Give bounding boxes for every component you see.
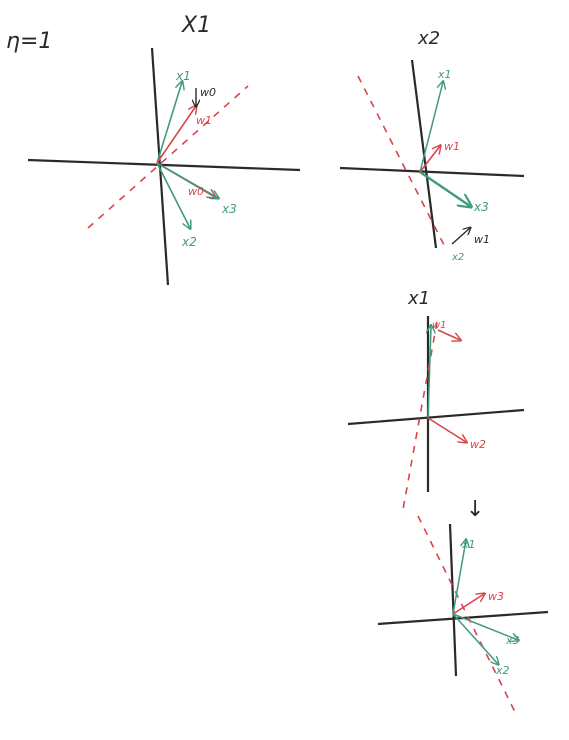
panel-2-x1-label: x1 <box>437 68 452 81</box>
panel-2-w1-bottom-label: w1 <box>474 233 490 246</box>
down-arrow-icon: ↓ <box>466 497 484 522</box>
panel-4-x3-label: x3 <box>505 634 520 647</box>
panel-3-x-axis <box>347 408 525 426</box>
panel-4-w3-vector <box>452 594 484 615</box>
panel-4-x3-vector <box>452 613 518 640</box>
panel-3-x1-vector <box>428 326 431 419</box>
panel-2-decision-boundary <box>357 75 445 246</box>
panel-1-w1-vector <box>156 106 196 164</box>
panel-4-decision-boundary <box>417 515 517 715</box>
panel-2-title: x2 <box>417 28 440 49</box>
panel-2-x3-label: x3 <box>473 200 489 214</box>
panel-1-x2-vector <box>156 162 190 228</box>
panel-1-x-axis <box>27 158 301 172</box>
panel-4-w3-label: w3 <box>488 590 504 603</box>
panel-2-x2-label: x2 <box>451 252 464 263</box>
panel-3-decision-boundary <box>401 321 438 516</box>
panel-4-x2-vector <box>452 613 498 664</box>
panel-3-w1-label: w1 <box>432 320 447 331</box>
panel-2: x2 x1 w1 x3 w1 x2 <box>339 28 525 263</box>
panel-2-x-axis <box>339 166 525 178</box>
panel-4-x1-label: x1 <box>461 538 476 551</box>
panel-4-x1-vector <box>452 540 466 615</box>
panel-1-x1-label: x1 <box>175 69 191 83</box>
panel-3-w1-vector <box>437 329 460 340</box>
panel-2-w1-bottom-vector <box>451 228 470 245</box>
panel-1-w0-top-label: w0 <box>200 86 216 99</box>
panel-2-x1-vector <box>419 82 443 173</box>
panel-3-w2-vector <box>427 417 466 442</box>
panel-2-w1-top-vector <box>419 146 440 173</box>
panel-4-x2-label: x2 <box>495 664 510 677</box>
panel-3-title: x1 <box>407 288 430 309</box>
panel-2-x3-vector <box>419 171 470 206</box>
panel-3-w2-label: w2 <box>470 438 486 451</box>
panel-4-y-axis <box>448 523 458 677</box>
panel-4: x1 w3 x3 x2 <box>377 515 549 715</box>
panel-3: x1 w1 w2 <box>347 288 525 516</box>
panel-1-x3-label: x3 <box>221 202 237 216</box>
panel-2-w1-top-label: w1 <box>444 140 460 153</box>
panel-1-decision-boundary <box>87 85 249 229</box>
panel-1-x2-label: x2 <box>181 235 197 249</box>
panel-1-w1-label: w1 <box>196 114 212 127</box>
panel-1-title: X1 <box>181 13 211 38</box>
panel-1: X1 x1 w0 w1 w0 x3 x2 <box>27 13 301 286</box>
panel-1-x3-vector <box>156 162 218 198</box>
panel-1-w0-bottom-label: w0 <box>188 185 204 198</box>
panel-1-x1-vector <box>156 82 182 164</box>
eta-label: η=1 <box>6 29 52 54</box>
panel-1-y-axis <box>150 47 170 286</box>
